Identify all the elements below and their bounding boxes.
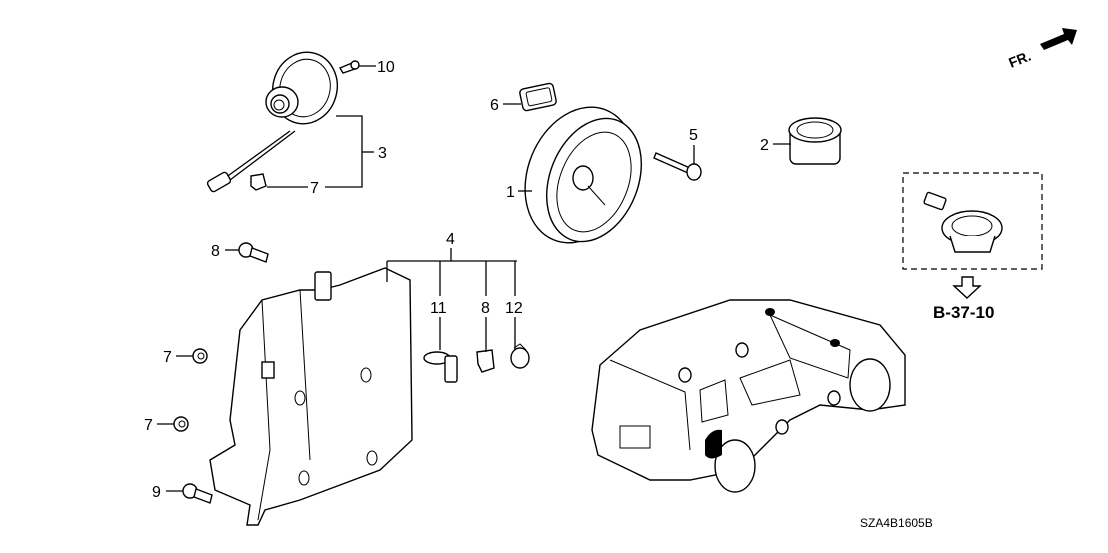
- callout-9-lower[interactable]: 9: [152, 484, 161, 501]
- part-6-grommet[interactable]: [519, 82, 557, 112]
- part-5-bolt[interactable]: [653, 152, 702, 181]
- callout-4[interactable]: 4: [446, 231, 455, 248]
- part-8-clip-upper[interactable]: [250, 173, 267, 191]
- callout-3[interactable]: 3: [378, 145, 387, 162]
- front-direction-indicator: FR.: [1006, 28, 1077, 71]
- callout-2[interactable]: 2: [760, 137, 769, 154]
- part-11-harness-band[interactable]: [423, 351, 458, 383]
- front-arrow-icon: [1040, 28, 1077, 50]
- callout-10[interactable]: 10: [377, 59, 395, 76]
- callout-8-upper[interactable]: 7: [310, 180, 319, 197]
- reference-box[interactable]: [902, 172, 1043, 270]
- part-9-bolt-lower[interactable]: [182, 483, 213, 504]
- callout-9-upper[interactable]: 8: [211, 243, 220, 260]
- part-9-bolt-upper[interactable]: [238, 242, 269, 263]
- part-12-clip[interactable]: [510, 343, 530, 369]
- leader-lines: [157, 65, 791, 492]
- part-10-screw[interactable]: [338, 60, 360, 74]
- callout-12[interactable]: 12: [505, 300, 523, 317]
- part-7-nut-lower[interactable]: [173, 416, 189, 432]
- reference-arrow-icon: [952, 276, 982, 299]
- part-1-door-speaker[interactable]: [506, 91, 659, 260]
- callout-7-upper[interactable]: 7: [163, 349, 172, 366]
- callout-11[interactable]: 11: [430, 300, 447, 317]
- callout-5[interactable]: 5: [689, 127, 698, 144]
- callout-1[interactable]: 1: [506, 184, 515, 201]
- vehicle-location-illustration: [591, 299, 906, 493]
- part-2-tweeter[interactable]: [788, 117, 842, 165]
- callout-labels: 10 3 7 6 1 5 2 4 11 8 12 8 7 7 9: [144, 59, 769, 501]
- part-4-subwoofer-enclosure[interactable]: [209, 267, 413, 526]
- reference-label[interactable]: B-37-10: [933, 303, 994, 322]
- part-3-speaker-harness[interactable]: [206, 45, 345, 193]
- callout-8-lower[interactable]: 8: [481, 300, 490, 317]
- part-7-nut-upper[interactable]: [192, 348, 208, 364]
- front-label: FR.: [1006, 48, 1033, 71]
- diagram-code: SZA4B1605B: [860, 516, 933, 530]
- callout-6[interactable]: 6: [490, 97, 499, 114]
- callout-7-lower[interactable]: 7: [144, 417, 153, 434]
- part-8-clip-lower[interactable]: [476, 349, 495, 373]
